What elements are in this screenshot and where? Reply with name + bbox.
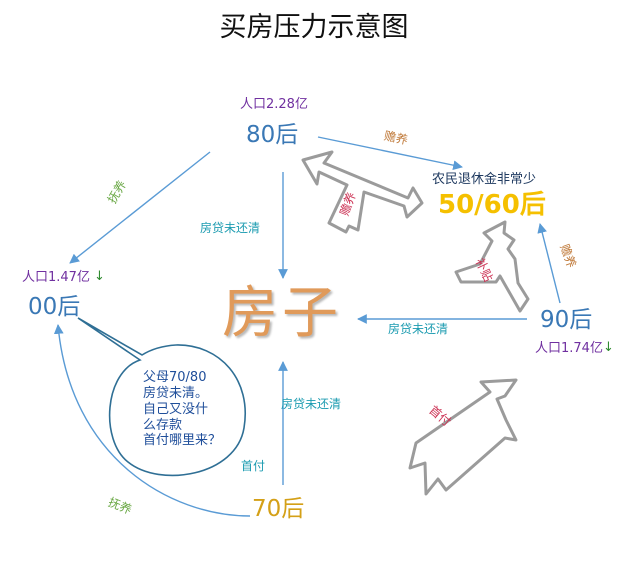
arrow-90-to-retirees [537, 223, 561, 304]
gen00-population: 人口1.47亿 [22, 270, 90, 285]
block-arrow-down-payment [408, 378, 518, 496]
gen80-population: 人口2.28亿 [240, 97, 308, 112]
gen00-label: 00后 [28, 294, 81, 320]
gen80-label: 80后 [246, 122, 299, 148]
edge-label-mortgage-90: 房贷未还清 [388, 322, 449, 336]
page-title: 买房压力示意图 [219, 12, 409, 43]
bubble-line: 自己又没什 [143, 401, 209, 417]
bubble-line: 房贷未清。 [143, 385, 209, 401]
gen90-population: 人口1.74亿 [535, 341, 603, 356]
block-arrow-support-90 [454, 220, 530, 313]
retirees-note: 农民退休金非常少 [432, 172, 537, 187]
edge-label-down-payment-70: 首付 [241, 459, 266, 473]
house-center: 房子 [222, 281, 342, 346]
bubble-text: 父母70/80 房贷未清。 自己又没什 么存款 首付哪里来？ [143, 370, 243, 449]
gen90-label: 90后 [540, 307, 593, 333]
bubble-line: 么存款 [143, 417, 183, 433]
speech-bubble [77, 317, 246, 477]
bubble-line: 父母70/80 [143, 370, 207, 385]
gen70-label: 70后 [252, 496, 305, 522]
retirees-label: 50/60后 [438, 190, 546, 220]
edge-label-mortgage-70: 房贷未还清 [281, 397, 342, 411]
bubble-line: 首付哪里来？ [143, 433, 222, 449]
arrow-80-to-retirees [317, 136, 463, 170]
edge-label-mortgage-80: 房贷未还清 [200, 221, 261, 235]
arrow-70-to-00 [53, 324, 251, 517]
gen00-trend-down-icon: ↓ [94, 269, 105, 284]
block-arrow-support-80 [301, 150, 424, 234]
arrow-80-to-00 [69, 151, 211, 264]
gen90-trend-down-icon: ↓ [603, 340, 614, 355]
